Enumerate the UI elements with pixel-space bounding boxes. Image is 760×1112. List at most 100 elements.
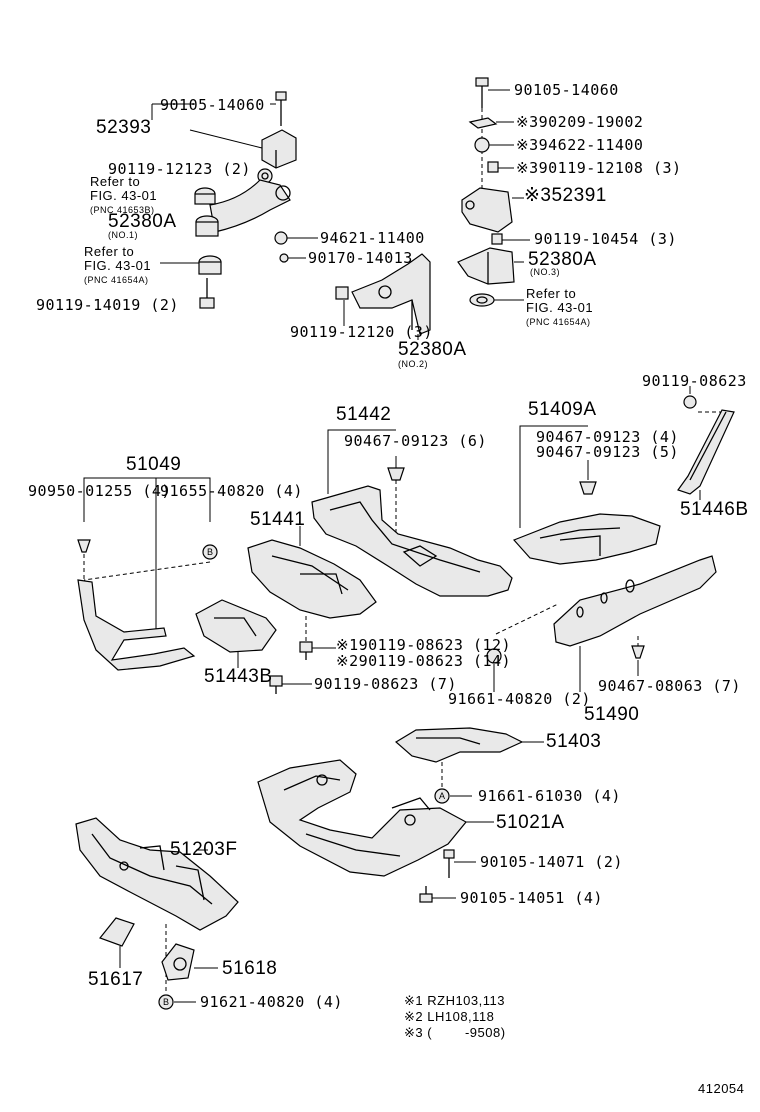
label-90467-09123-4: 90467-09123 (4)	[536, 428, 679, 446]
label-90467-08063: 90467-08063 (7)	[598, 677, 741, 695]
clip-90467-08063	[631, 645, 645, 659]
circle-b-label-top: B	[207, 547, 214, 557]
label-90119-12120: 90119-12120 (3)	[290, 323, 433, 341]
clip-90467-09123-6	[387, 467, 405, 481]
bolt-90119-08623-12-14	[299, 641, 313, 660]
stay-51446b	[677, 409, 735, 495]
note-1: ※1 RZH103,113	[404, 993, 505, 1008]
crossmember-51203f	[75, 817, 239, 931]
bracket-52380a-no3	[457, 247, 515, 285]
label-90119-08623-12: ※190119-08623 (12)	[336, 636, 512, 654]
cushion-mid-left	[195, 215, 219, 237]
label-90119-08623-top-right: 90119-08623	[642, 372, 747, 390]
cover-51443b	[195, 599, 277, 653]
bolt-90119-12108	[487, 161, 499, 173]
label-no1: (NO.1)	[108, 230, 138, 240]
note-3: ※3 ( -9508)	[404, 1025, 506, 1040]
label-90467-09123-5: 90467-09123 (5)	[536, 443, 679, 461]
label-90105-14051: 90105-14051 (4)	[460, 889, 603, 907]
bracket-52391	[461, 187, 513, 233]
nut-91661-40820	[486, 648, 502, 664]
cover-51490	[553, 555, 717, 647]
label-90119-08623-14: ※290119-08623 (14)	[336, 652, 512, 670]
mount-52380a-no1	[209, 179, 291, 233]
nut-90170-14013	[279, 253, 289, 263]
label-no2: (NO.2)	[398, 359, 428, 369]
bolt-90119-10454	[491, 233, 503, 245]
label-refer-to-fig-1: Refer to FIG. 43-01	[90, 174, 158, 203]
cover-51441	[247, 539, 377, 619]
label-refer-to-fig-2: Refer to FIG. 43-01	[84, 244, 152, 273]
bracket-52393	[261, 129, 297, 169]
label-pnc-41653b: (PNC 41653B)	[90, 205, 155, 215]
cushion-right	[469, 293, 495, 307]
label-52393: 52393	[96, 117, 152, 138]
washer-94621-11400	[274, 231, 288, 245]
label-91661-40820: 91661-40820 (2)	[448, 690, 591, 708]
label-pnc-41654a-right: (PNC 41654A)	[526, 317, 591, 327]
cover-51442	[311, 485, 513, 597]
label-90119-12123: 90119-12123 (2)	[108, 160, 251, 178]
label-91621-40820: 91621-40820 (4)	[200, 993, 343, 1011]
label-90119-08623-7: 90119-08623 (7)	[314, 675, 457, 693]
label-no3: (NO.3)	[530, 267, 560, 277]
label-51442: 51442	[336, 404, 392, 425]
label-94621-11400: 94621-11400	[320, 229, 425, 247]
label-90467-09123-6: 90467-09123 (6)	[344, 432, 487, 450]
label-51441: 51441	[250, 509, 306, 530]
label-refer-to-fig-3: Refer to FIG. 43-01	[526, 286, 594, 315]
label-51618: 51618	[222, 958, 278, 979]
bolt-90119-14019	[199, 278, 215, 309]
cushion-upper-left	[194, 187, 216, 205]
bracket-51617	[99, 917, 135, 947]
note-2: ※2 LH108,118	[404, 1009, 495, 1024]
label-52391: ※352391	[524, 185, 607, 206]
bolt-90119-08623-7	[269, 675, 283, 694]
crossmember-51021a	[257, 759, 467, 877]
label-51049: 51049	[126, 454, 182, 475]
label-51490: 51490	[584, 704, 640, 725]
label-52380a-no1: 52380A	[108, 211, 177, 232]
label-51021a: 51021A	[496, 812, 565, 833]
clip-90950-01255	[77, 539, 91, 553]
label-52380a-no2: 52380A	[398, 339, 467, 360]
label-pnc-41654a-left: (PNC 41654A)	[84, 275, 149, 285]
label-51617: 51617	[88, 969, 144, 990]
label-51203f: 51203F	[170, 839, 238, 860]
circle-a-51403	[434, 788, 450, 804]
label-51446b: 51446B	[680, 499, 749, 520]
nut-90119-08623-tr	[683, 395, 697, 409]
circle-b-51618	[158, 994, 174, 1010]
label-90170-14013: 90170-14013	[308, 249, 413, 267]
label-52380a-no3: 52380A	[528, 249, 597, 270]
bolt-90105-14060-left	[275, 91, 287, 126]
label-94622-11400: ※394622-11400	[516, 136, 644, 154]
cover-51409a	[512, 513, 661, 565]
label-90119-14019: 90119-14019 (2)	[36, 296, 179, 314]
stay-51049	[77, 579, 196, 671]
circle-b-label-bottom: B	[163, 997, 170, 1007]
label-91655-40820: 91655-40820 (4)	[160, 482, 303, 500]
label-90105-14060-right: 90105-14060	[514, 81, 619, 99]
label-91661-61030: 91661-61030 (4)	[478, 787, 621, 805]
bolt-90105-14051	[419, 886, 433, 903]
label-90105-14071: 90105-14071 (2)	[480, 853, 623, 871]
label-90950-01255: 90950-01255 (4)	[28, 482, 171, 500]
cover-51403	[394, 727, 524, 763]
label-90119-10454: 90119-10454 (3)	[534, 230, 677, 248]
bracket-51618	[161, 943, 195, 981]
bolt-90119-12120	[335, 286, 349, 300]
bolt-90105-14071	[443, 849, 455, 878]
label-90105-14060-left: 90105-14060	[160, 96, 265, 114]
clip-90467-09123-45	[579, 481, 597, 495]
label-90209-19002: ※390209-19002	[516, 113, 644, 131]
label-51409a: 51409A	[528, 399, 597, 420]
circle-a-label: A	[439, 791, 446, 801]
cushion-lower-left	[198, 255, 222, 275]
diagram-id: 412054	[698, 1081, 745, 1096]
label-51403: 51403	[546, 731, 602, 752]
bracket-52380a-no2	[351, 253, 431, 335]
bolt-90105-14060-right	[475, 77, 489, 108]
